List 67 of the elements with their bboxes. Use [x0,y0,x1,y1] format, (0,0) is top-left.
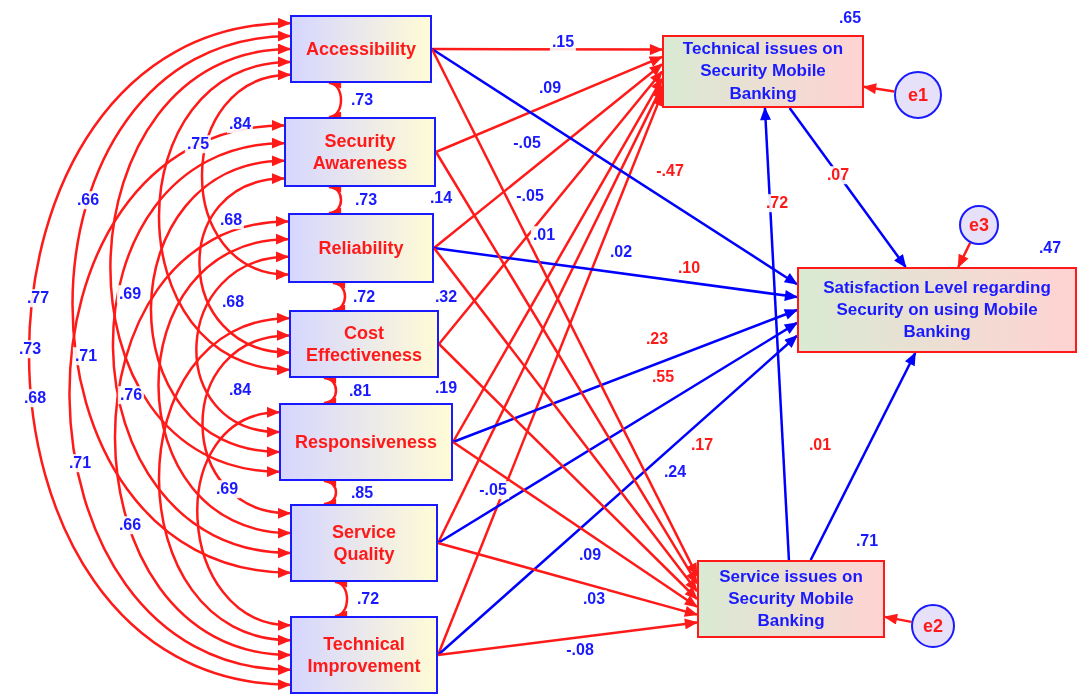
arrow [437,334,798,656]
arrow [437,541,699,617]
arrow [452,308,799,444]
node-label: e3 [969,214,989,236]
covariance-arrow [157,235,292,537]
arrow [438,70,663,345]
variable-box [288,213,434,283]
arrow [432,44,664,56]
error-circle [959,205,999,245]
covariance-arrow [200,71,292,279]
coefficient-label: .71 [72,347,100,365]
coefficient-label: .76 [117,386,145,404]
variable-box [284,117,436,187]
arrow [957,242,972,268]
arrow [433,246,799,301]
covariance-arrow [198,174,291,357]
node-label: Satisfaction Level regarding Security on using Mobile Banking [822,276,1052,344]
node-label: Service Quality [330,520,398,566]
covariance-arrow [149,157,286,456]
covariance-arrow [71,32,292,577]
arrow [437,321,798,545]
arrow [433,247,698,593]
covariance-arrow [195,252,290,436]
arrow [437,618,699,657]
node-label: Responsiveness [294,430,438,454]
arrow [809,352,917,561]
coefficient-label: .84 [226,115,254,133]
arrow [438,343,698,600]
variable-box [289,310,439,378]
node-label: Technical issues on Security Mobile Banking [681,38,845,105]
node-label: Security Awareness [311,129,409,175]
arrow [433,63,663,249]
coefficient-label: .15 [549,33,577,51]
arrow [452,440,698,608]
node-label: Accessibility [305,37,417,61]
variable-box [290,15,432,83]
covariance-arrow [201,331,292,518]
covariance-arrow [28,19,292,689]
node-label: e1 [908,84,928,106]
node-label: Technical Improvement [306,632,422,678]
variable-box [697,560,885,638]
arrow [431,47,798,286]
error-circle [911,604,955,648]
variable-box [290,616,438,694]
coefficient-label: .01 [530,226,558,244]
covariance-arrow [109,45,292,476]
node-label: Reliability [318,236,404,260]
arrow [788,107,907,268]
node-label: e2 [923,615,943,637]
covariance-arrow [114,217,292,659]
covariance-arrow [157,314,292,644]
variable-box [290,504,438,582]
arrow [435,55,663,154]
covariance-arrow [196,408,292,629]
coefficient-label: .69 [116,285,144,303]
error-circle [894,71,942,119]
coefficient-label: .75 [184,135,212,153]
coefficient-label: -.05 [477,481,509,499]
arrow [760,106,791,561]
node-label: Service issues on Security Mobile Banking [718,565,864,633]
variable-box [797,267,1077,353]
covariance-arrow [111,139,292,557]
variable-box [279,403,453,481]
node-label: Cost Effectiveness [305,321,423,367]
variable-box [662,35,864,108]
covariance-arrow [157,58,292,374]
covariance-arrow [68,121,292,674]
